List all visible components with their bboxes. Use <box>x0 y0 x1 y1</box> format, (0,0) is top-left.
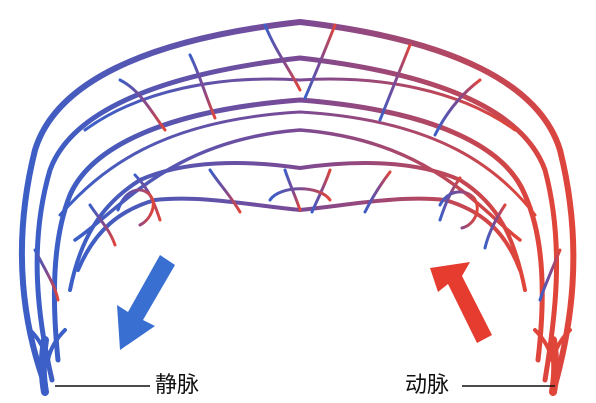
artery-label: 动脉 <box>405 375 449 397</box>
vessel-network <box>22 22 573 392</box>
venous-flow-arrow <box>117 255 175 350</box>
upper-capillary <box>85 79 515 130</box>
capillary-link <box>365 172 390 212</box>
arterial-flow-arrow <box>430 262 492 343</box>
capillary-link <box>210 170 240 212</box>
vein-label: 静脉 <box>155 375 199 397</box>
